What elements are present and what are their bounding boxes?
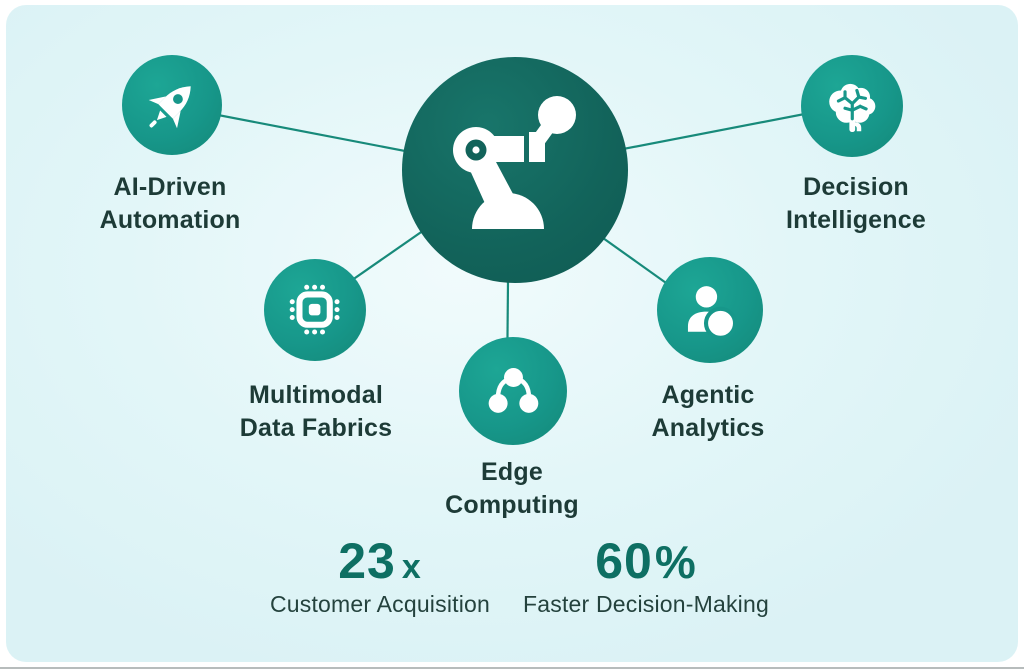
stat-caption: Faster Decision-Making <box>523 590 769 617</box>
stat-faster-decision-making: 60% Faster Decision-Making <box>494 535 798 618</box>
label-line: Automation <box>99 205 241 234</box>
label-line: Agentic <box>661 381 755 409</box>
node-edge-computing <box>459 337 567 445</box>
network-nodes-icon <box>488 367 538 413</box>
stat-suffix: x <box>401 548 422 586</box>
label-multimodal-data-fabrics: Multimodal Data Fabrics <box>186 379 446 444</box>
label-line: Multimodal <box>249 381 383 409</box>
label-line: Data Fabrics <box>239 413 393 442</box>
label-edge-computing: Edge Computing <box>382 456 642 521</box>
label-agentic-analytics: Agentic Analytics <box>578 379 838 444</box>
label-line: Computing <box>445 490 579 519</box>
label-line: Analytics <box>651 413 765 442</box>
infographic-card: AI-Driven Automation <box>6 5 1018 662</box>
label-line: Decision <box>803 173 909 201</box>
label-decision-intelligence: Decision Intelligence <box>726 171 986 236</box>
node-agentic-analytics <box>657 257 763 363</box>
image-bottom-edge <box>0 667 1024 669</box>
stat-suffix: % <box>654 536 697 588</box>
node-decision-intelligence <box>801 55 903 157</box>
hub-circle <box>402 57 628 283</box>
rocket-icon <box>148 86 191 129</box>
label-line: Intelligence <box>786 205 926 234</box>
chip-icon <box>290 285 340 335</box>
user-analytics-icon <box>688 286 738 340</box>
stat-caption: Customer Acquisition <box>269 590 491 617</box>
label-line: AI-Driven <box>113 173 227 201</box>
label-line: Edge <box>481 458 543 486</box>
robot-arm-icon <box>453 96 576 229</box>
node-multimodal-data-fabrics <box>264 259 366 361</box>
stat-number: 60 <box>595 533 653 589</box>
stat-value: 60% <box>494 535 798 588</box>
brain-icon <box>829 84 876 133</box>
stat-number: 23 <box>338 533 396 589</box>
node-ai-driven-automation <box>122 55 222 155</box>
label-ai-driven-automation: AI-Driven Automation <box>40 171 300 236</box>
